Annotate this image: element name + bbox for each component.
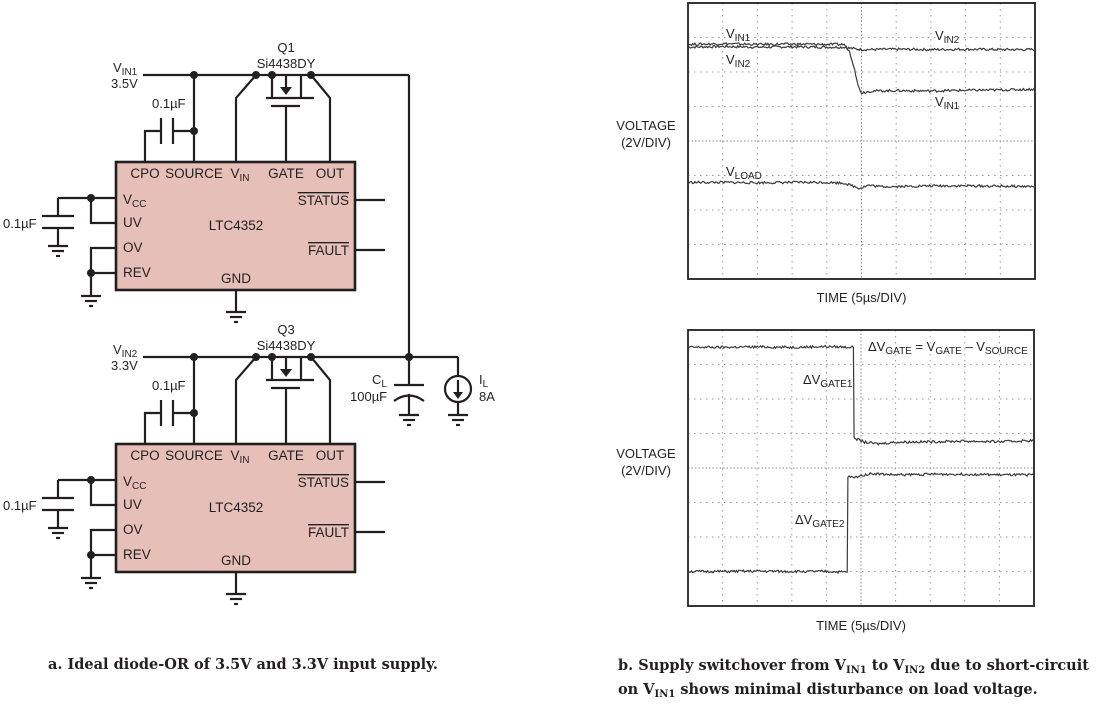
mosfet-icon <box>234 71 332 162</box>
pin-label-right: STATUS <box>298 475 349 490</box>
pin-label-top: OUT <box>316 166 345 181</box>
pin-label-left: UV <box>123 497 142 512</box>
pin-label-left: OV <box>123 240 143 255</box>
label-vin2-right: VIN2 <box>935 28 960 46</box>
pin-label-right: FAULT <box>308 525 349 540</box>
x-axis-label: TIME (5µs/DIV) <box>816 618 906 633</box>
vcc-cap-value: 0.1µF <box>3 498 37 513</box>
pin-label-top: CPO <box>130 166 159 181</box>
pin-label-right: FAULT <box>308 243 349 258</box>
pin-label-left: REV <box>123 265 151 280</box>
input-label: VIN2 <box>113 342 138 360</box>
label-vin1-left: VIN1 <box>726 26 751 44</box>
ground-icon <box>48 244 68 258</box>
ground-icon <box>226 310 246 324</box>
pin-label-left: OV <box>123 522 143 537</box>
ic-name: LTC4352 <box>209 500 264 515</box>
mosfet-ref: Q3 <box>277 322 294 337</box>
plot-frame <box>687 329 1035 607</box>
trace-vgate2 <box>687 471 1035 575</box>
pin-label-gnd: GND <box>221 553 251 568</box>
pin-label-left: VCC <box>123 474 146 492</box>
label-gate2: ΔVGATE2 <box>795 512 845 530</box>
y-axis-unit: (2V/DIV) <box>621 135 671 150</box>
input-label: VIN1 <box>113 60 138 78</box>
ground-icon <box>448 413 468 427</box>
input-voltage: 3.5V <box>111 76 138 91</box>
ground-icon <box>81 576 101 590</box>
pin-label-top: GATE <box>268 166 304 181</box>
ic-box <box>114 442 357 574</box>
caption-a: a. Ideal diode-OR of 3.5V and 3.3V input… <box>48 656 438 673</box>
pin-label-left: VCC <box>123 192 146 210</box>
ground-icon <box>226 592 246 606</box>
cpo-cap-value: 0.1µF <box>152 378 186 393</box>
plot-frame <box>687 2 1036 280</box>
mosfet-part: Si4438DY <box>257 56 316 71</box>
il-value: 8A <box>479 389 495 404</box>
x-axis-label: TIME (5µs/DIV) <box>817 290 907 305</box>
y-axis-label: VOLTAGE <box>616 118 676 133</box>
mosfet-part: Si4438DY <box>257 338 316 353</box>
pin-label-left: REV <box>123 547 151 562</box>
pin-label-top: CPO <box>130 448 159 463</box>
label-gate1: ΔVGATE1 <box>803 372 853 390</box>
cl-value: 100µF <box>350 389 387 404</box>
cpo-cap-value: 0.1µF <box>152 96 186 111</box>
mosfet-ref: Q1 <box>277 40 294 55</box>
pin-label-top: GATE <box>268 448 304 463</box>
label-vin1-right: VIN1 <box>935 94 960 112</box>
pin-label-top: SOURCE <box>165 448 223 463</box>
ground-icon <box>48 526 68 540</box>
ic-box <box>114 160 357 292</box>
scope-plot-1: VOLTAGE (2V/DIV) TIME (5µs/DIV) <box>616 2 1036 305</box>
load-capacitor: CL 100µF <box>350 357 425 427</box>
y-axis-unit: (2V/DIV) <box>621 463 671 478</box>
label-vin2-left: VIN2 <box>726 52 751 70</box>
y-axis-label: VOLTAGE <box>616 446 676 461</box>
ground-icon <box>399 413 419 427</box>
cpo-capacitor <box>143 118 194 162</box>
trace-vin1 <box>687 42 1036 95</box>
mosfet-icon <box>234 353 332 444</box>
ic-name: LTC4352 <box>209 218 264 233</box>
trace-vload <box>687 180 1036 190</box>
pin-label-left: UV <box>123 215 142 230</box>
load-current-source: IL 8A <box>443 357 495 427</box>
vcc-cap-value: 0.1µF <box>3 216 37 231</box>
input-voltage: 3.3V <box>111 358 138 373</box>
ground-icon <box>81 294 101 308</box>
scope-plot-2: VOLTAGE (2V/DIV) TIME (5µs/DIV) <box>616 329 1035 633</box>
gate-equation-annotation: ΔVGATE = VGATE – VSOURCE <box>868 339 1028 357</box>
pin-label-top: OUT <box>316 448 345 463</box>
cl-label: CL <box>372 372 387 390</box>
oscilloscope-plots: VOLTAGE (2V/DIV) TIME (5µs/DIV) VOLTAGE (2V/… <box>616 2 1036 633</box>
label-vload: VLOAD <box>726 164 762 182</box>
trace-vin2 <box>687 44 1036 52</box>
pin-label-gnd: GND <box>221 271 251 286</box>
pin-label-top: VIN <box>230 448 249 466</box>
trace-vgate1 <box>687 344 1035 446</box>
pin-label-right: STATUS <box>298 193 349 208</box>
pin-label-top: VIN <box>230 166 249 184</box>
pin-label-top: SOURCE <box>165 166 223 181</box>
il-label: IL <box>479 372 489 390</box>
caption-b: b. Supply switchover from VIN1 to VIN2 d… <box>618 657 1089 700</box>
cpo-capacitor <box>143 400 194 444</box>
